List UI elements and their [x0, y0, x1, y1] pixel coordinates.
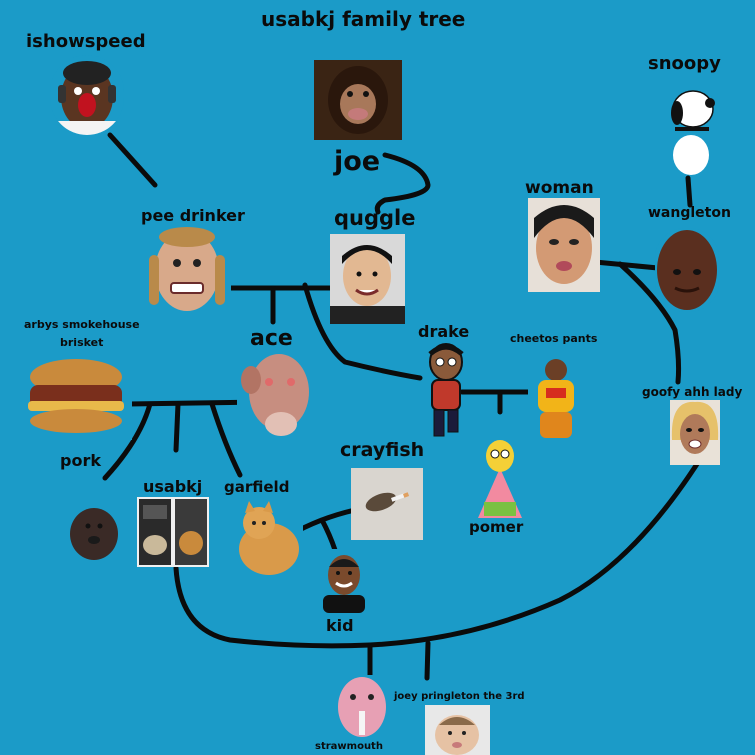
label-drake: drake [418, 322, 470, 341]
chimpanzee-face-icon [314, 60, 402, 140]
screaming-streamer-face-icon [50, 55, 124, 135]
label-quggle: quggle [334, 206, 416, 230]
line-marriage-woman-wangleton [592, 259, 661, 271]
smiling-man-icon [330, 234, 405, 324]
small-dog-icon [64, 500, 124, 562]
smiling-kid-icon [321, 549, 367, 613]
label-ace: ace [250, 326, 293, 351]
label-garfield: garfield [224, 478, 290, 496]
line-pork [102, 401, 153, 481]
cartoon-drake-icon [420, 340, 472, 440]
page-title: usabkj family tree [261, 7, 466, 31]
line-ishowspeed-peedrinker [107, 132, 158, 188]
label-joey-pringleton: joey pringleton the 3rd [394, 691, 525, 702]
bald-man-face-icon [655, 228, 719, 312]
label-goofy-ahh-lady: goofy ahh lady [642, 385, 743, 399]
person-in-cheetos-outfit-icon [528, 356, 584, 440]
label-crayfish: crayfish [340, 439, 425, 461]
line-quggle-drake [302, 282, 423, 381]
label-pomer: pomer [469, 518, 524, 536]
baby-face-icon [425, 705, 490, 755]
line-usabkj [173, 401, 181, 453]
line-usabkj-goofy-couple [173, 437, 715, 649]
cartoon-dog-icon [665, 85, 717, 177]
label-kid: kid [326, 616, 354, 635]
brisket-sandwich-icon [20, 355, 132, 440]
baby-distorted-face-icon [335, 675, 390, 740]
line-joe-quggle [374, 152, 431, 215]
blonde-lady-face-icon [670, 400, 720, 465]
homer-patrick-hybrid-icon [474, 438, 526, 522]
label-strawmouth: strawmouth [315, 741, 383, 752]
label-pork: pork [60, 451, 101, 470]
orange-cat-icon [235, 497, 303, 577]
label-usabkj: usabkj [143, 477, 203, 496]
line-snoopy-wangleton [685, 175, 693, 208]
air-fryer-photos-icon [137, 497, 209, 567]
crayfish-photo-icon [351, 468, 423, 540]
line-joey-drop [424, 640, 431, 681]
label-arbys-line1: arbys smokehouse [24, 318, 140, 331]
label-joe: joe [334, 146, 381, 177]
label-snoopy: snoopy [648, 53, 721, 74]
woman-face-icon [528, 198, 600, 292]
label-wangleton: wangleton [648, 205, 731, 221]
distorted-face-icon [143, 225, 231, 313]
hairless-dog-icon [237, 352, 319, 440]
label-pee-drinker: pee drinker [141, 206, 245, 225]
label-cheetos-pants: cheetos pants [510, 332, 598, 345]
label-arbys-line2: brisket [60, 336, 104, 349]
line-garfield [209, 401, 243, 478]
label-ishowspeed: ishowspeed [26, 31, 146, 52]
line-crayfish-kid [319, 517, 338, 553]
line-woman-goofy [617, 261, 682, 385]
label-woman: woman [525, 178, 594, 198]
